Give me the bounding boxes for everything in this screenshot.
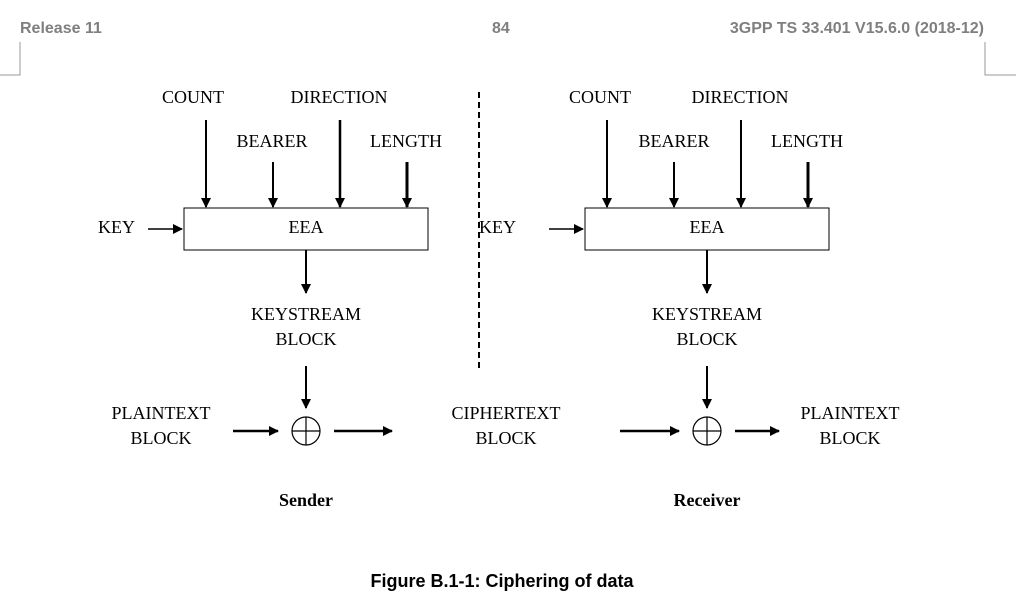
sender-key-label: KEY [98, 217, 135, 237]
sender-caption: Sender [279, 490, 333, 510]
header-spec-id: 3GPP TS 33.401 V15.6.0 (2018-12) [729, 20, 984, 37]
receiver-count-label: COUNT [569, 87, 631, 107]
ciphertext-label: CIPHERTEXT BLOCK [452, 401, 561, 451]
sender-count-label: COUNT [162, 87, 224, 107]
receiver-plaintext-label: PLAINTEXT BLOCK [801, 401, 900, 451]
receiver-plaintext-line1: PLAINTEXT [800, 403, 900, 423]
sender-keystream-label: KEYSTREAM BLOCK [251, 302, 361, 352]
sender-eea-box [183, 207, 429, 251]
receiver-direction-label: DIRECTION [691, 87, 789, 107]
sender-xor-symbol [291, 416, 321, 446]
receiver-xor-symbol [692, 416, 722, 446]
sender-direction-label: DIRECTION [290, 87, 388, 107]
receiver-keystream-line1: KEYSTREAM [651, 304, 763, 324]
ciphertext-line2: BLOCK [475, 428, 537, 448]
receiver-eea-label: EEA [689, 217, 725, 237]
sender-keystream-line1: KEYSTREAM [250, 304, 362, 324]
figure-caption: Figure B.1-1: Ciphering of data [370, 571, 634, 591]
sender-bearer-label: BEARER [236, 131, 308, 151]
header-release: Release 11 [20, 20, 102, 37]
receiver-key-label: KEY [479, 217, 516, 237]
page-corner-marks [0, 42, 1016, 76]
header-page-number: 84 [492, 20, 510, 37]
sender-length-label: LENGTH [370, 131, 442, 151]
receiver-plaintext-line2: BLOCK [819, 428, 881, 448]
receiver-bearer-label: BEARER [638, 131, 710, 151]
sender-keystream-line2: BLOCK [275, 329, 337, 349]
receiver-keystream-line2: BLOCK [676, 329, 738, 349]
sender-plaintext-label: PLAINTEXT BLOCK [112, 401, 211, 451]
sender-plaintext-line1: PLAINTEXT [111, 403, 211, 423]
sender-eea-label: EEA [288, 217, 324, 237]
sender-plaintext-line2: BLOCK [130, 428, 192, 448]
receiver-caption: Receiver [673, 490, 741, 510]
receiver-length-label: LENGTH [771, 131, 843, 151]
receiver-keystream-label: KEYSTREAM BLOCK [652, 302, 762, 352]
ciphertext-line1: CIPHERTEXT [451, 403, 561, 423]
receiver-eea-box [584, 207, 830, 251]
